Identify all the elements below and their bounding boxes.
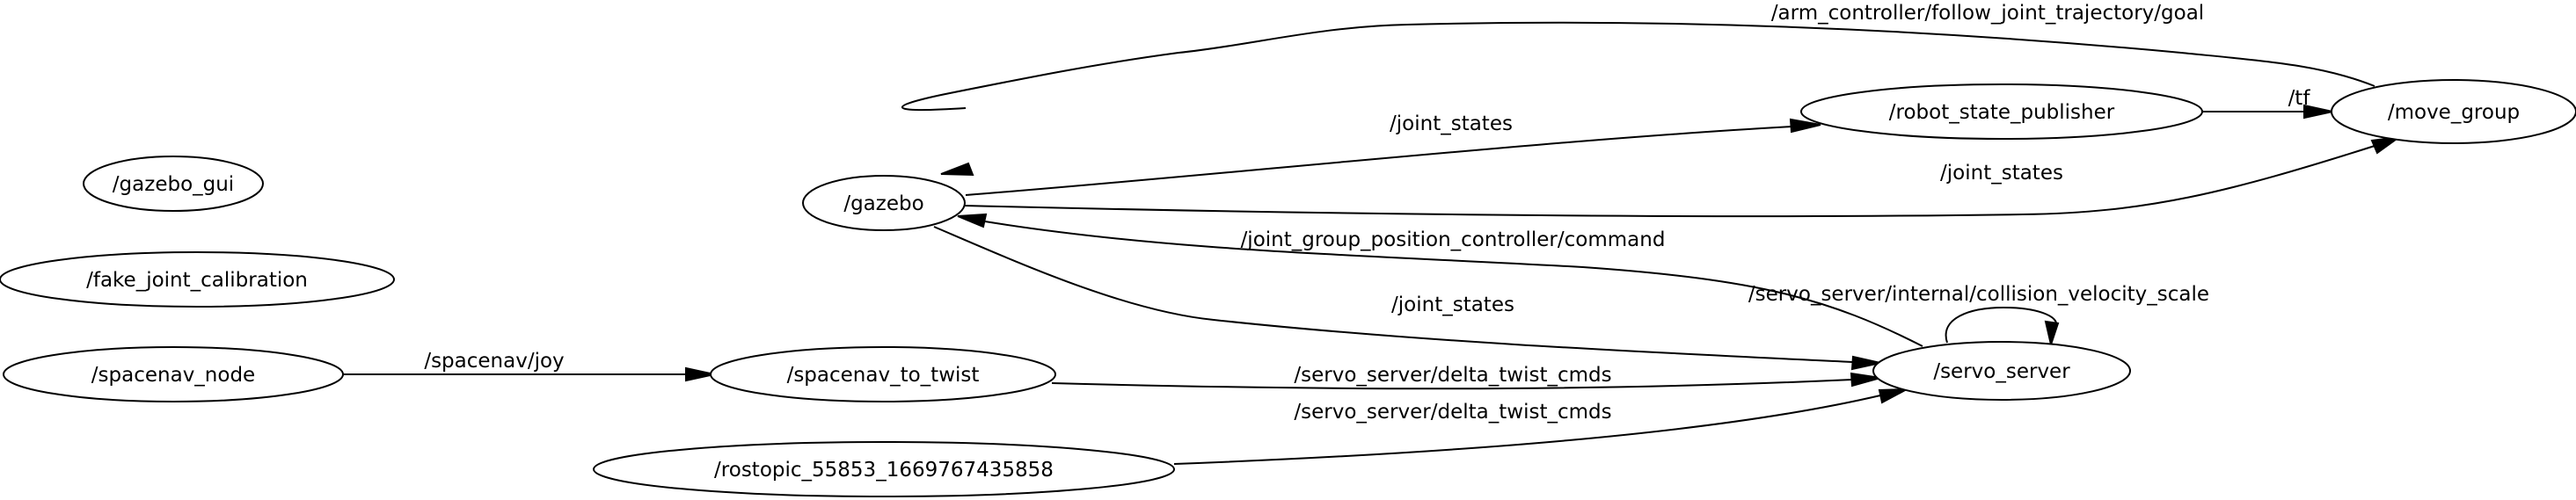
node-label: /fake_joint_calibration	[86, 269, 308, 292]
edge-label: /joint_states	[1391, 293, 1514, 316]
node-ellipse	[83, 156, 264, 212]
node-ellipse	[710, 346, 1056, 402]
edge-arm-controller-goal-to-gazebo: /arm_controller/follow_joint_trajectory/…	[901, 2, 2375, 177]
arrow-head	[2303, 104, 2333, 120]
arrow-head	[1789, 118, 1821, 134]
edge-label: /joint_group_position_controller/command	[1241, 228, 1666, 251]
edge-jgpc-command-to-gazebo: /joint_group_position_controller/command	[957, 213, 1923, 347]
arrow-head	[2044, 320, 2060, 348]
arrow-head	[1878, 388, 1908, 404]
arrow-head	[1850, 372, 1881, 388]
edge-path	[1051, 379, 1853, 390]
node-ellipse	[802, 175, 966, 231]
node-ellipse	[593, 441, 1175, 497]
edge-tf-to-move-group: /tf	[2202, 87, 2333, 120]
node-spacenav-node[interactable]: /spacenav_node	[3, 346, 344, 402]
node-gazebo[interactable]: /gazebo	[802, 175, 966, 231]
node-spacenav-to-twist[interactable]: /spacenav_to_twist	[710, 346, 1056, 402]
edge-label: /servo_server/delta_twist_cmds	[1294, 401, 1611, 424]
node-ellipse	[2331, 79, 2576, 144]
node-label: /move_group	[2388, 101, 2520, 124]
arrow-head	[685, 366, 715, 382]
node-gazebo-gui[interactable]: /gazebo_gui	[83, 156, 264, 212]
arrow-head	[940, 162, 974, 177]
edge-label: /servo_server/internal/collision_velocit…	[1748, 283, 2209, 306]
edge-delta-twist-cmds-from-spacenav-to-twist: /servo_server/delta_twist_cmds	[1051, 364, 1881, 390]
node-label: /robot_state_publisher	[1889, 101, 2115, 124]
node-label: /servo_server	[1933, 360, 2070, 383]
node-label: /gazebo_gui	[113, 173, 234, 196]
edge-collision-velocity-scale-self-loop: /servo_server/internal/collision_velocit…	[1748, 283, 2209, 348]
edge-path	[984, 221, 1923, 347]
arrow-head	[957, 213, 988, 228]
edge-label: /joint_states	[1390, 112, 1513, 135]
node-ellipse	[1800, 83, 2203, 140]
edge-label: /servo_server/delta_twist_cmds	[1294, 364, 1611, 387]
edge-path	[1945, 306, 2057, 344]
edge-joint-states-to-robot-state-publisher: /joint_states	[965, 112, 1821, 196]
arrow-head	[2370, 136, 2400, 155]
node-label: /rostopic_55853_1669767435858	[714, 459, 1054, 482]
node-ellipse	[3, 346, 344, 402]
edge-spacenav-joy: /spacenav/joy	[343, 350, 715, 382]
node-move-group[interactable]: /move_group	[2331, 79, 2576, 144]
node-robot-state-publisher[interactable]: /robot_state_publisher	[1800, 83, 2203, 140]
edge-path	[901, 21, 2375, 112]
edge-path	[1173, 395, 1881, 465]
node-rostopic[interactable]: /rostopic_55853_1669767435858	[593, 441, 1175, 497]
node-ellipse	[0, 251, 395, 308]
edge-path	[964, 145, 2375, 218]
node-fake-joint-calibration[interactable]: /fake_joint_calibration	[0, 251, 395, 308]
edge-path	[933, 226, 1853, 363]
node-label: /spacenav_to_twist	[787, 364, 980, 387]
node-label: /spacenav_node	[91, 364, 255, 387]
node-ellipse	[1872, 341, 2131, 401]
edge-label: /joint_states	[1940, 162, 2063, 185]
edge-path	[965, 126, 1793, 196]
edge-delta-twist-cmds-from-rostopic: /servo_server/delta_twist_cmds	[1173, 388, 1908, 465]
edge-joint-states-to-move-group: /joint_states	[964, 136, 2400, 218]
edge-label: /arm_controller/follow_joint_trajectory/…	[1771, 2, 2204, 25]
node-label: /gazebo	[843, 192, 923, 215]
edge-joint-states-to-servo-server: /joint_states	[933, 226, 1881, 371]
edge-label: /tf	[2288, 87, 2311, 110]
node-servo-server[interactable]: /servo_server	[1872, 341, 2131, 401]
arrow-head	[1850, 355, 1881, 371]
edge-label: /spacenav/joy	[424, 350, 564, 373]
